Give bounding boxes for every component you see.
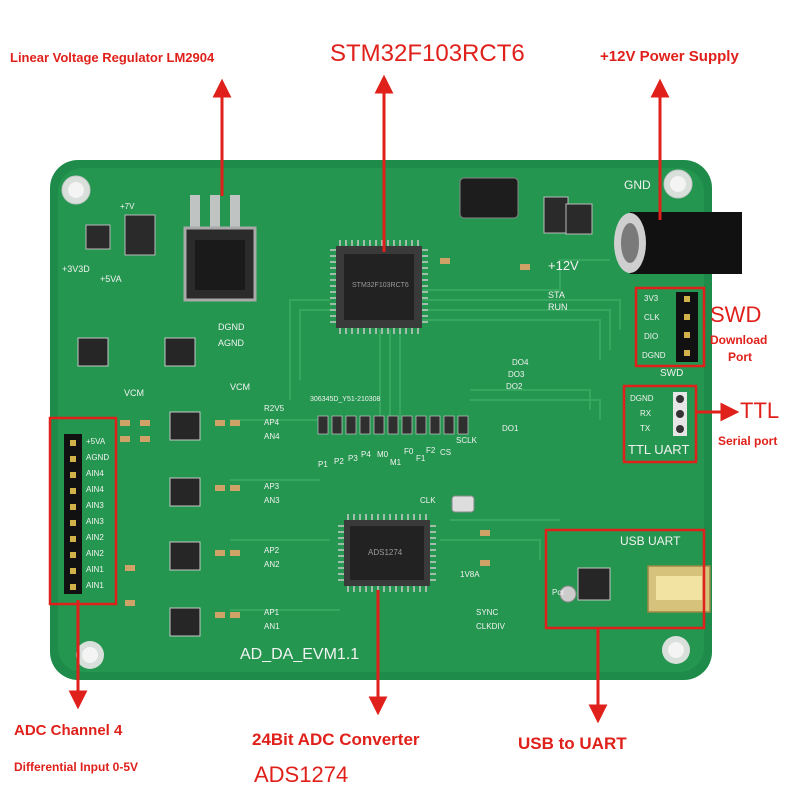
callout-adc-part: ADS1274 — [254, 762, 349, 787]
adc-chip — [338, 514, 436, 592]
silk-ttl-uart: TTL UART — [628, 442, 690, 457]
callout-usb-uart: USB to UART — [518, 734, 627, 753]
silk-3v3d: +3V3D — [62, 264, 90, 274]
silk-12v: +12V — [548, 258, 579, 273]
silk-usb-uart: USB UART — [620, 534, 681, 548]
silk-r2v5: R2V5 — [264, 404, 285, 413]
silk-pin-p2: P2 — [334, 457, 344, 466]
callout-swd-title: SWD — [710, 302, 762, 327]
silk-header-pin-2: AGND — [86, 453, 110, 462]
silk-an4: AN4 — [264, 432, 280, 441]
silk-an1: AN1 — [264, 622, 280, 631]
callout-adc-diff: Differential Input 0-5V — [14, 760, 139, 774]
silk-agnd: AGND — [218, 338, 245, 348]
callout-ttl-title: TTL — [740, 398, 780, 423]
silk-pin-p1: P1 — [318, 460, 328, 469]
callout-swd-sub2: Port — [728, 350, 752, 364]
silk-pin-cs: CS — [440, 448, 452, 457]
silk-swd-label: SWD — [660, 368, 684, 379]
silk-sclk: SCLK — [456, 436, 477, 445]
silk-ap1: AP1 — [264, 608, 280, 617]
callout-adc-channel: ADC Channel 4 — [14, 722, 123, 739]
silk-vcm: VCM — [124, 388, 144, 398]
callout-power: +12V Power Supply — [600, 48, 739, 65]
usb-highlight-box — [544, 528, 706, 630]
silk-header-pin-1: +5VA — [86, 437, 106, 446]
swd-highlight-box — [634, 286, 706, 368]
regulator-chip — [183, 195, 257, 302]
mcu-chip — [330, 240, 428, 334]
silk-header-pin-3: AIN4 — [86, 469, 104, 478]
callout-mcu: STM32F103RCT6 — [330, 40, 525, 67]
opamp-chip-3 — [169, 411, 201, 441]
silk-run: RUN — [548, 302, 568, 312]
opamp-chip-6 — [169, 607, 201, 637]
adc-header-highlight-box — [48, 416, 118, 606]
silk-pin-p4: P4 — [361, 450, 371, 459]
silk-5va: +5VA — [100, 274, 122, 284]
silk-swd-pin-2: CLK — [644, 313, 660, 322]
opamp-chip-4 — [169, 477, 201, 507]
silk-pin-p3: P3 — [348, 454, 358, 463]
silk-swd-pin-4: DGND — [642, 351, 666, 360]
callout-adc-converter: 24Bit ADC Converter — [252, 730, 420, 749]
silk-pin-f1: F1 — [416, 454, 426, 463]
silk-clkdiv: CLKDIV — [476, 622, 505, 631]
silk-do3: DO3 — [508, 370, 525, 379]
silk-header-pin-6: AIN3 — [86, 517, 104, 526]
silk-serial: 306345D_Y51-210308 — [310, 396, 381, 403]
silk-header-pin-4: AIN4 — [86, 485, 104, 494]
silk-do2: DO2 — [506, 382, 523, 391]
silk-gnd: GND — [624, 178, 651, 192]
opamp-chip-2 — [164, 337, 196, 367]
silk-pin-m0: M0 — [377, 450, 389, 459]
board-name: AD_DA_EVM1.1 — [240, 646, 360, 663]
silk-header-pin-9: AIN1 — [86, 565, 104, 574]
ttl-highlight-box — [622, 384, 698, 464]
silk-vcm2: VCM — [230, 382, 250, 392]
silk-header-pin-7: AIN2 — [86, 533, 104, 542]
silk-dgnd: DGND — [218, 322, 245, 332]
silk-1v8a: 1V8A — [460, 570, 480, 579]
analog-header — [64, 434, 82, 594]
silk-ttl-pin-1: DGND — [630, 394, 654, 403]
silk-swd-pin-1: 3V3 — [644, 294, 659, 303]
silk-an3: AN3 — [264, 496, 280, 505]
silk-swd-pin-3: DIO — [644, 332, 659, 341]
silk-header-pin-8: AIN2 — [86, 549, 104, 558]
ttl-header — [673, 392, 687, 436]
silk-pot: Pot — [552, 588, 565, 597]
opamp-chip-5 — [169, 541, 201, 571]
usb-connector — [647, 565, 711, 613]
callout-ttl-sub: Serial port — [718, 434, 778, 448]
power-jack — [614, 212, 742, 274]
usb-uart-chip — [577, 567, 611, 601]
silk-sync: SYNC — [476, 608, 499, 617]
silk-sta: STA — [548, 290, 565, 300]
silk-ap3: AP3 — [264, 482, 280, 491]
silk-clk: CLK — [420, 496, 436, 505]
swd-header — [676, 292, 698, 362]
silk-do4: DO4 — [512, 358, 529, 367]
silk-ttl-pin-3: TX — [640, 424, 651, 433]
silk-ap4: AP4 — [264, 418, 280, 427]
callout-regulator: Linear Voltage Regulator LM2904 — [10, 50, 215, 65]
opamp-chip-1 — [77, 337, 109, 367]
silk-pin-m1: M1 — [390, 458, 402, 467]
silk-ap2: AP2 — [264, 546, 280, 555]
silk-an2: AN2 — [264, 560, 280, 569]
silk-mcu-marking: STM32F103RCT6 — [352, 282, 409, 289]
silk-pin-f0: F0 — [404, 447, 414, 456]
silk-pin-f2: F2 — [426, 446, 436, 455]
silk-7v: +7V — [120, 202, 135, 211]
silk-ttl-pin-2: RX — [640, 409, 652, 418]
callout-swd-sub1: Download — [710, 333, 768, 347]
silk-header-pin-5: AIN3 — [86, 501, 104, 510]
silk-do1: DO1 — [502, 424, 519, 433]
silk-adc-marking: ADS1274 — [368, 548, 403, 557]
silk-header-pin-10: AIN1 — [86, 581, 104, 590]
